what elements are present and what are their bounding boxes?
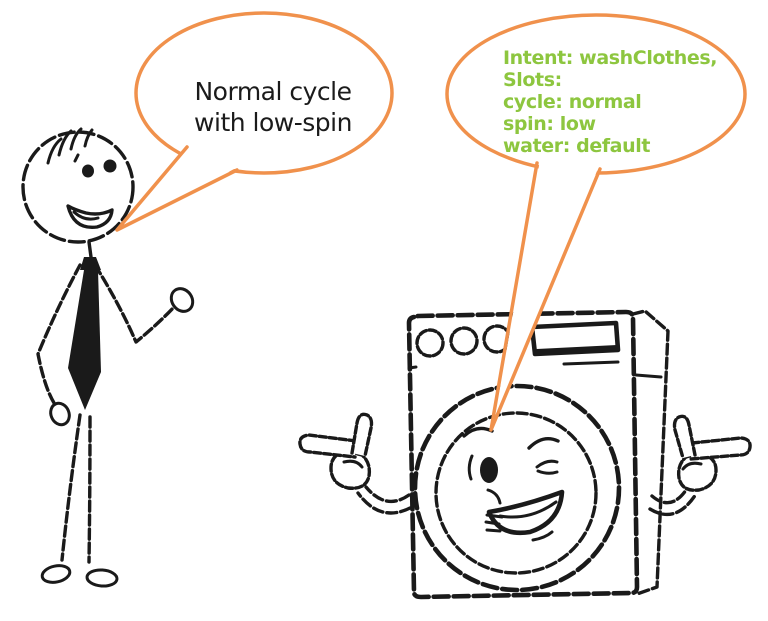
- utterance-line-1: Normal cycle: [194, 77, 351, 106]
- person-smiling-mouth: [66, 204, 114, 230]
- nlu-line-slots: Slots:: [503, 69, 562, 91]
- machine-right-arm: [650, 485, 690, 505]
- right-thumb: [672, 414, 697, 460]
- face-mouth-corner-detail: [484, 513, 504, 533]
- person-right-arm: [93, 263, 176, 344]
- person-speech-bubble: Normal cycle with low-spin: [115, 11, 394, 232]
- left-thumb: [350, 412, 374, 458]
- face-grinning-mouth: [484, 489, 565, 542]
- machine-panel-detail-line: [562, 360, 620, 366]
- nlu-result-text: Intent: washClothes, Slots: cycle: norma…: [503, 47, 718, 157]
- left-index-finger: [298, 433, 358, 459]
- machine-winking-face: [462, 426, 565, 542]
- machine-door-inner-ring: [434, 411, 598, 575]
- machine-right-pointing-hand: [648, 414, 752, 517]
- face-nose-curve: [486, 488, 502, 505]
- person-left-eye: [82, 164, 94, 178]
- face-chin-dash: [531, 530, 554, 542]
- person-left-arm: [36, 263, 82, 408]
- person-right-hand: [169, 287, 195, 313]
- person-bubble-tail-fill: [120, 144, 238, 228]
- person-bubble-tail: [115, 145, 239, 232]
- utterance-line-2: with low-spin: [194, 108, 352, 137]
- nlu-line-water: water: default: [503, 135, 650, 157]
- machine-door-outer-ring: [412, 383, 622, 593]
- person-hair-strokes: [46, 127, 94, 165]
- stick-figure-person: [21, 127, 195, 588]
- machine-left-pointing-hand: [298, 412, 412, 515]
- face-left-eye-outline: [467, 454, 474, 481]
- face-wink-eye: [535, 459, 559, 475]
- machine-left-arm: [364, 485, 411, 504]
- washing-machine-character: [298, 309, 752, 600]
- machine-knobs: [415, 324, 512, 358]
- person-left-foot: [40, 564, 72, 584]
- face-left-eye: [480, 457, 498, 483]
- person-neck: [87, 240, 93, 259]
- machine-side-panel: [631, 309, 670, 596]
- nlu-line-intent: Intent: washClothes,: [503, 47, 717, 69]
- person-right-eye: [103, 159, 117, 173]
- nlu-line-spin: spin: low: [503, 113, 596, 135]
- nlu-line-cycle: cycle: normal: [503, 91, 641, 113]
- face-wink-eyebrow: [527, 437, 560, 450]
- right-index-finger: [689, 436, 752, 461]
- machine-side-panel-seam: [634, 373, 663, 379]
- person-right-leg: [87, 415, 92, 564]
- machine-speech-bubble: Intent: washClothes, Slots: cycle: norma…: [445, 13, 747, 432]
- person-head: [21, 130, 135, 244]
- person-bubble-ellipse: [134, 11, 394, 175]
- person-left-leg: [60, 413, 82, 562]
- machine-panel-detail-tick: [407, 365, 418, 370]
- person-left-hand: [49, 401, 71, 427]
- machine-detergent-drawer: [529, 320, 621, 357]
- person-right-foot: [85, 568, 119, 588]
- machine-bubble-tail: [489, 161, 602, 432]
